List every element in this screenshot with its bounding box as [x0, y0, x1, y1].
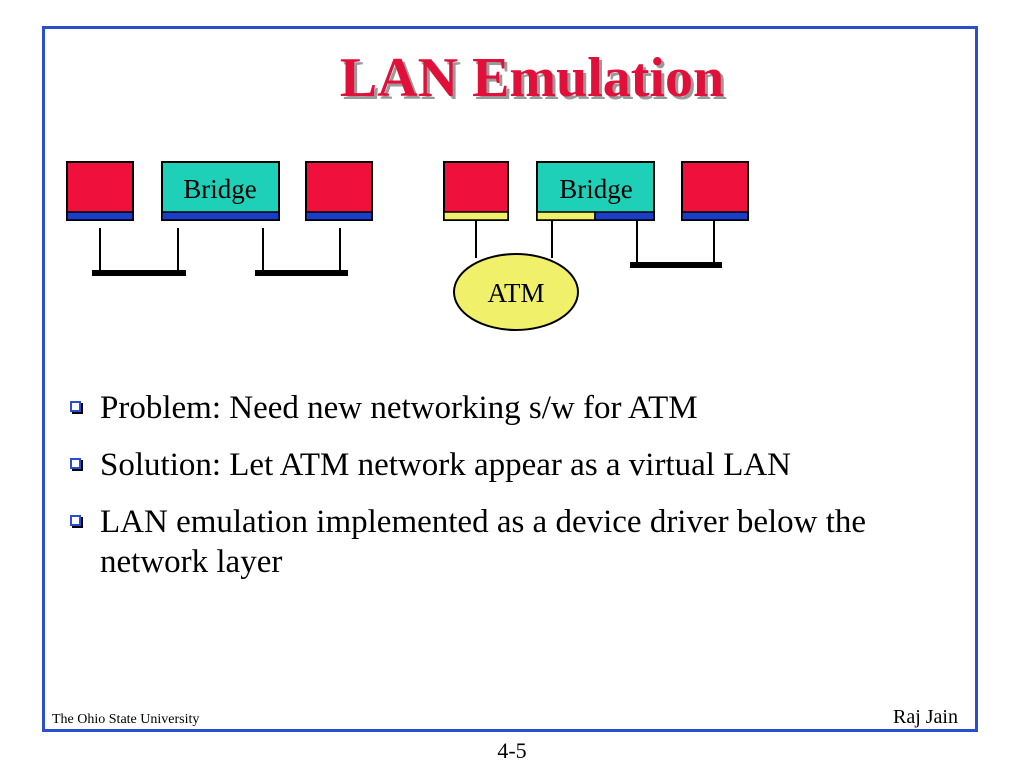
bullet-text: Solution: Let ATM network appear as a vi…	[100, 447, 792, 483]
atm-links	[475, 220, 553, 258]
atm-cloud	[453, 253, 579, 331]
atm-label: ATM	[487, 278, 544, 308]
left-lan-bus-1	[92, 228, 186, 276]
bullet-implementation: LAN emulation implemented as a device dr…	[64, 502, 890, 582]
bullet-box-icon	[70, 515, 81, 526]
bullet-text: Problem: Need new networking s/w for ATM	[100, 390, 698, 426]
left-bridge	[161, 161, 280, 221]
bullet-problem: Problem: Need new networking s/w for ATM	[64, 388, 964, 428]
atm-host	[443, 161, 509, 221]
right-bridge-label: Bridge	[559, 174, 633, 204]
right-lan-bus	[630, 220, 722, 268]
bullet-solution: Solution: Let ATM network appear as a vi…	[64, 445, 964, 485]
page-number: 4-5	[497, 738, 527, 763]
left-lan-bus-2	[255, 228, 348, 276]
left-host-2	[305, 161, 373, 221]
bullet-box-icon	[70, 458, 81, 469]
bullet-box-icon	[70, 401, 81, 412]
slide-title: LAN Emulation	[339, 47, 725, 109]
footer-university: The Ohio State University	[52, 712, 200, 727]
slide-frame	[42, 26, 978, 732]
right-host	[681, 161, 749, 221]
bullet-text: LAN emulation implemented as a device dr…	[100, 504, 867, 580]
left-host-1	[66, 161, 134, 221]
bullet-list: Problem: Need new networking s/w for ATM…	[64, 388, 964, 599]
footer-author: Raj Jain	[893, 706, 958, 728]
right-bridge	[536, 161, 655, 221]
left-bridge-label: Bridge	[183, 174, 257, 204]
